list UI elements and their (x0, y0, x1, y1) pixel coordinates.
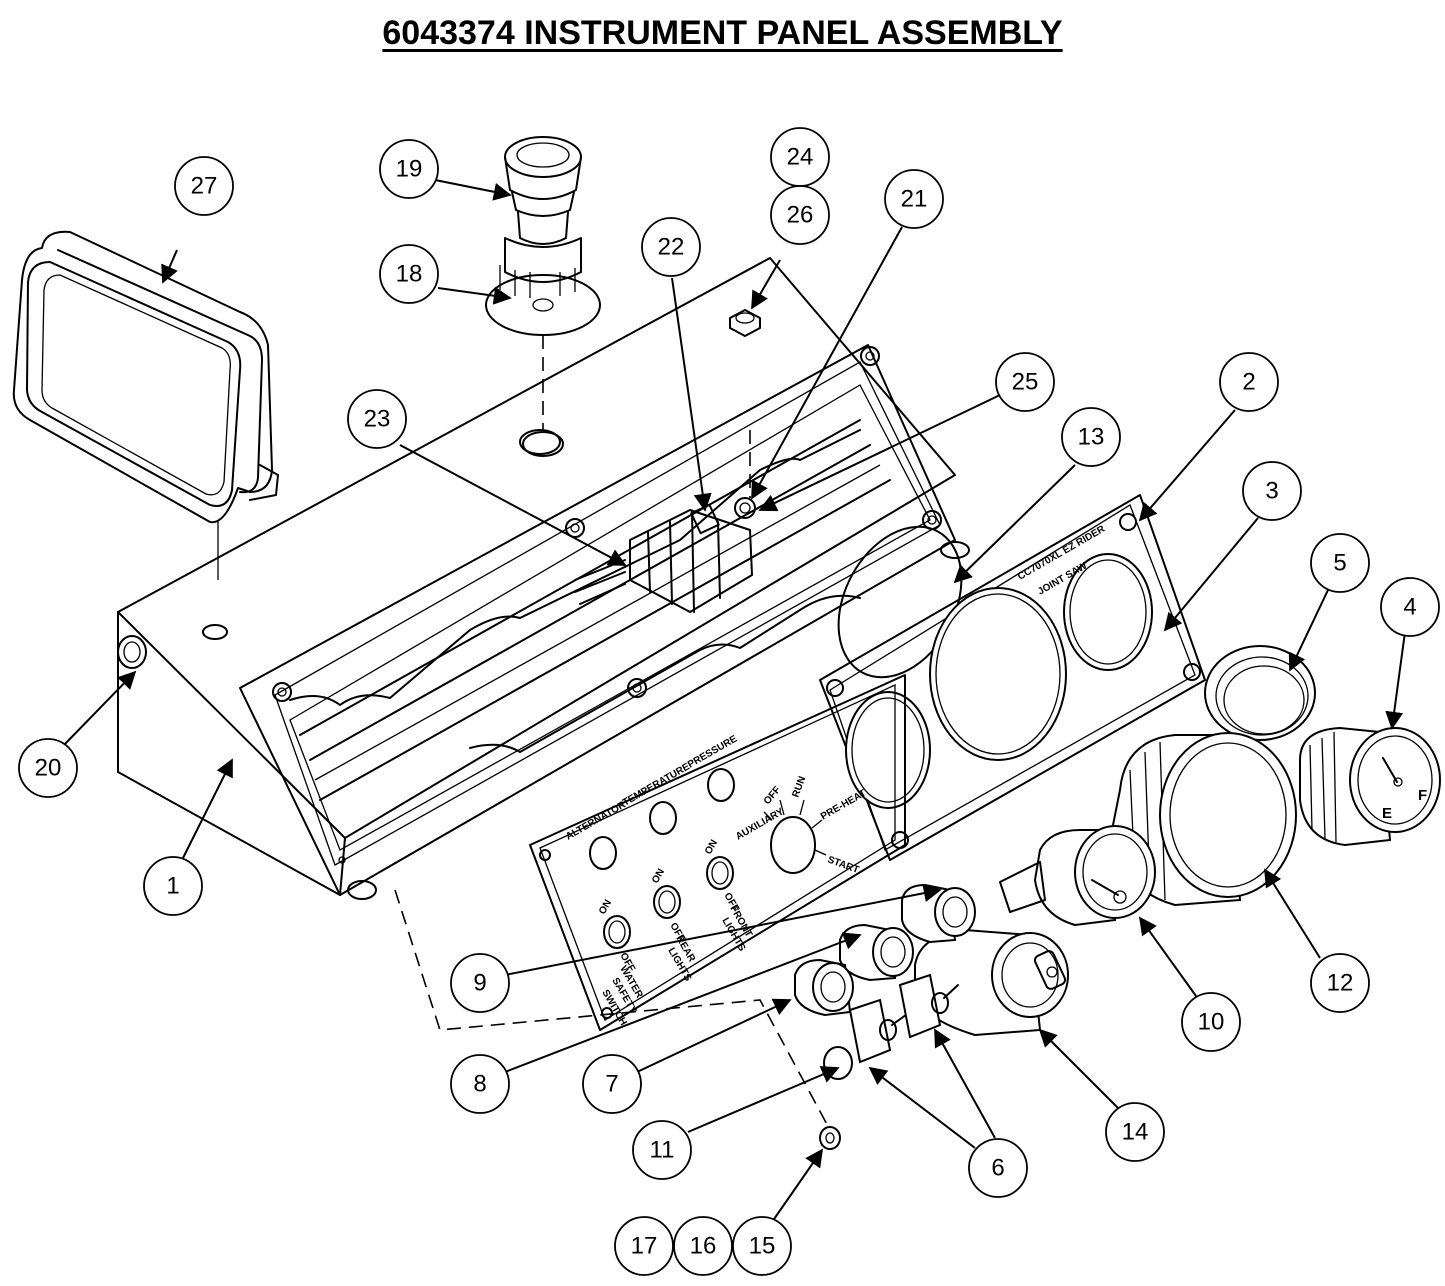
callout-9: 9 (450, 953, 510, 1013)
toggle-switch-right (898, 973, 959, 1039)
callout-27: 27 (174, 156, 234, 216)
callout-4: 4 (1380, 577, 1440, 637)
empty-label: E (1382, 805, 1392, 822)
indicator-light-middle (839, 923, 914, 982)
svg-text:7: 7 (605, 1071, 618, 1098)
emergency-stop-legend-plate (485, 274, 601, 457)
svg-text:14: 14 (1122, 1119, 1149, 1146)
svg-text:4: 4 (1403, 594, 1416, 621)
svg-text:1: 1 (166, 873, 179, 900)
full-label: F (1418, 787, 1427, 804)
temperature-label: TEMPERATURE (621, 761, 692, 808)
svg-text:13: 13 (1078, 424, 1105, 451)
svg-text:18: 18 (396, 261, 423, 288)
svg-text:6: 6 (991, 1155, 1004, 1182)
ground-stud (734, 430, 756, 519)
off-label: OFF (762, 785, 783, 807)
preheat-label: PRE-HEAT (819, 788, 868, 823)
callout-20: 20 (18, 738, 78, 798)
leader-lines (63, 179, 1406, 1223)
callout-3: 3 (1242, 461, 1302, 521)
svg-text:3: 3 (1265, 478, 1278, 505)
svg-text:12: 12 (1327, 970, 1354, 997)
callout-23: 23 (347, 389, 407, 449)
pressure-label: PRESSURE (686, 733, 739, 770)
svg-text:21: 21 (901, 186, 928, 213)
callout-16: 16 (673, 1216, 733, 1276)
callout-11: 11 (632, 1120, 692, 1180)
svg-text:10: 10 (1198, 1009, 1225, 1036)
callout-17: 17 (614, 1216, 674, 1276)
svg-text:22: 22 (658, 234, 685, 261)
callout-21: 21 (884, 169, 944, 229)
svg-text:8: 8 (473, 1071, 486, 1098)
alignment-lines (394, 889, 831, 1131)
callout-6: 6 (968, 1138, 1028, 1198)
water-on-label: ON (597, 898, 614, 916)
callout-12: 12 (1310, 953, 1370, 1013)
svg-text:23: 23 (364, 406, 391, 433)
callout-7: 7 (582, 1054, 642, 1114)
callout-18: 18 (379, 244, 439, 304)
callout-8: 8 (450, 1054, 510, 1114)
emergency-stop-button (499, 136, 582, 298)
run-label: RUN (790, 775, 808, 799)
svg-text:15: 15 (749, 1233, 776, 1260)
callout-15: 15 (732, 1216, 792, 1276)
callout-14: 14 (1105, 1102, 1165, 1162)
svg-text:2: 2 (1242, 369, 1255, 396)
callout-2: 2 (1219, 352, 1279, 412)
toggle-switch-left (848, 998, 911, 1064)
callout-25: 25 (995, 352, 1055, 412)
display-monitor (12, 230, 279, 580)
callout-22: 22 (641, 217, 701, 277)
svg-text:19: 19 (396, 156, 423, 183)
gauge-plate: CC7070XL EZ RIDER JOINT SAW (819, 494, 1206, 861)
screw (819, 1126, 841, 1150)
gauge-bezel (1204, 645, 1316, 741)
svg-text:16: 16 (690, 1233, 717, 1260)
svg-text:11: 11 (650, 1137, 675, 1164)
indicator-light-upper (901, 883, 976, 944)
front-on-label: ON (703, 838, 720, 856)
hex-bolt (729, 309, 761, 337)
callout-26: 26 (770, 185, 830, 245)
svg-text:5: 5 (1333, 550, 1346, 577)
page-title: 6043374 INSTRUMENT PANEL ASSEMBLY (382, 14, 1063, 52)
svg-text:17: 17 (631, 1233, 658, 1260)
svg-text:24: 24 (787, 144, 814, 171)
rear-on-label: ON (650, 867, 667, 885)
svg-text:9: 9 (473, 970, 486, 997)
hour-meter (999, 825, 1156, 927)
callout-1: 1 (143, 856, 203, 916)
callout-19: 19 (379, 139, 439, 199)
fuel-gauge: E F (1299, 726, 1441, 847)
svg-text:20: 20 (35, 755, 62, 782)
plug-button (823, 1046, 853, 1080)
callout-10: 10 (1181, 992, 1241, 1052)
alternator-label: ALTERNATOR (564, 799, 628, 843)
svg-text:26: 26 (787, 202, 814, 229)
svg-text:25: 25 (1012, 369, 1039, 396)
callout-5: 5 (1310, 533, 1370, 593)
indicator-light-lower (794, 958, 854, 1017)
callout-13: 13 (1061, 407, 1121, 467)
callout-24: 24 (770, 127, 830, 187)
svg-text:27: 27 (191, 173, 218, 200)
